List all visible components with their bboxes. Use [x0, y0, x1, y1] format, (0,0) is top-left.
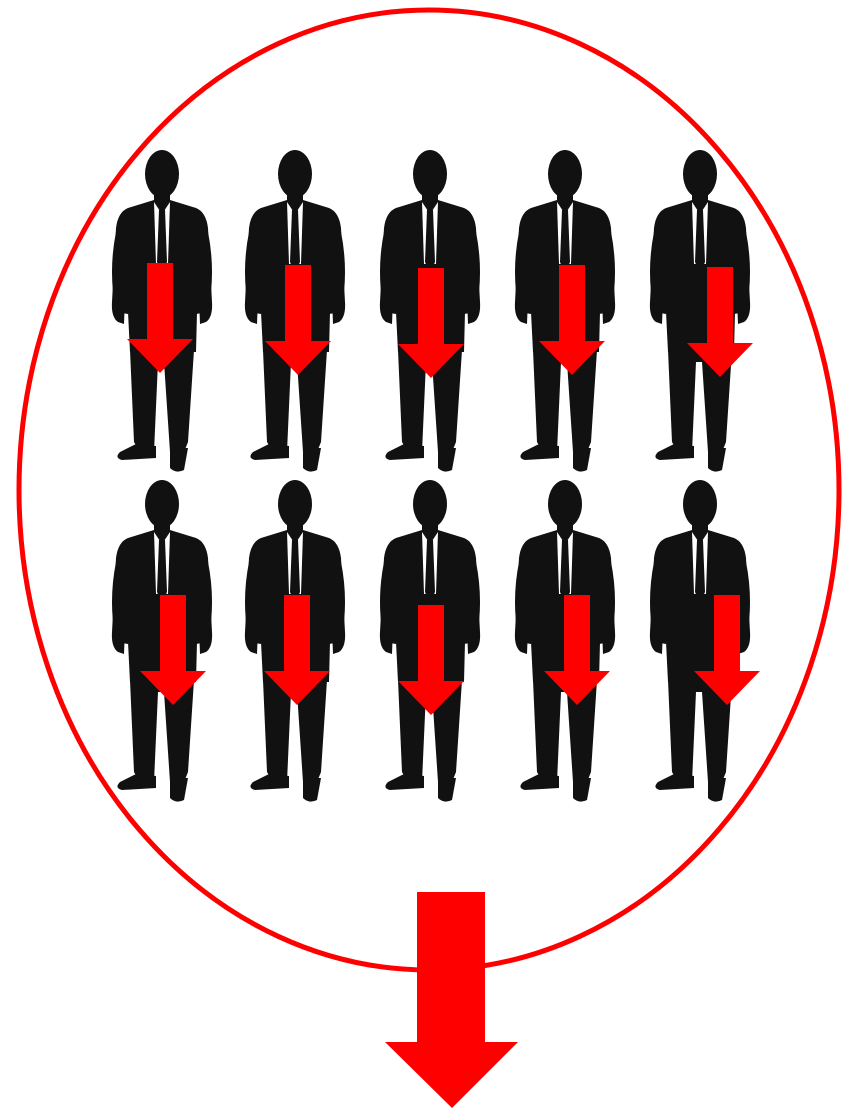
shirt-tie-icon	[287, 532, 303, 604]
figures-group	[112, 150, 760, 802]
shirt-tie-icon	[557, 202, 573, 274]
shirt-tie-icon	[287, 202, 303, 274]
shirt-tie-icon	[692, 202, 708, 274]
output-down-arrow-icon	[385, 892, 518, 1108]
shirt-tie-icon	[557, 532, 573, 604]
shirt-tie-icon	[692, 532, 708, 604]
shirt-tie-icon	[422, 202, 438, 274]
shirt-tie-icon	[154, 532, 170, 604]
shirt-tie-icon	[422, 532, 438, 604]
businessman-silhouette-icon	[650, 150, 750, 472]
